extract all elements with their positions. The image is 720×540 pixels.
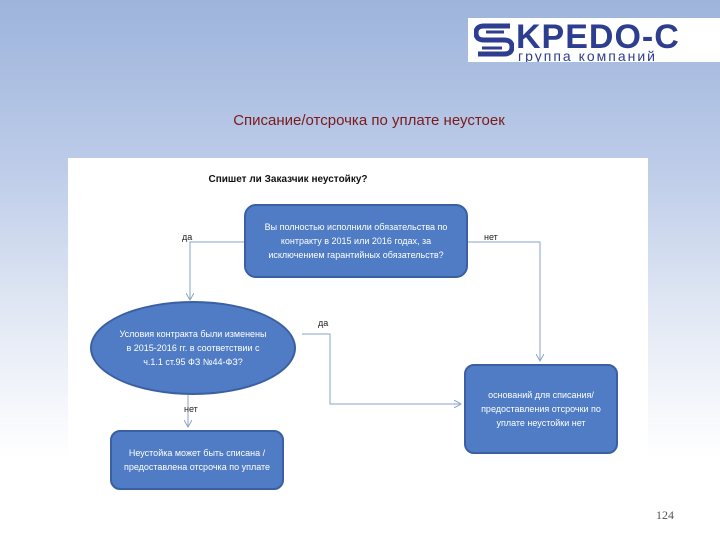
connector-no-right [468, 241, 540, 360]
page-number: 124 [656, 508, 674, 522]
node-question-obligations: Вы полностью исполнили обязательства по … [244, 204, 468, 278]
logo-mark-icon [474, 23, 514, 57]
company-logo: KPEDO-C группа компаний [468, 18, 720, 62]
logo-main-text: KPEDO-C [516, 18, 680, 56]
slide-title: Списание/отсрочка по уплате неустоек [233, 112, 505, 129]
edge-label-no-bottom: нет [184, 404, 198, 414]
diagram-question: Спишет ли Заказчик неустойку? [208, 174, 368, 185]
node-result-no-grounds: оснований для списания/ предоставления о… [464, 364, 618, 454]
connector-yes-mid [302, 333, 460, 404]
edge-label-yes-left: да [182, 232, 193, 242]
node-result-written-off-text: Неустойка может быть списана / предостав… [123, 448, 271, 472]
node-question-obligations-text: Вы полностью исполнили обязательства по … [264, 222, 448, 260]
connector-yes-left [190, 241, 244, 299]
node-question-contract-changes: Условия контракта были изменены в 2015-2… [90, 301, 296, 395]
node-result-no-grounds-text: оснований для списания/ предоставления о… [481, 390, 601, 428]
flowchart-panel: Спишет ли Заказчик неустойку? Вы полност… [68, 158, 648, 514]
flowchart-connectors [68, 241, 648, 514]
node-question-contract-changes-text: Условия контракта были изменены в 2015-2… [119, 329, 267, 367]
logo-subtitle: группа компаний [518, 48, 658, 62]
edge-label-no-right: нет [484, 232, 498, 242]
edge-label-yes-mid: да [318, 318, 329, 328]
node-result-written-off: Неустойка может быть списана / предостав… [110, 430, 284, 490]
